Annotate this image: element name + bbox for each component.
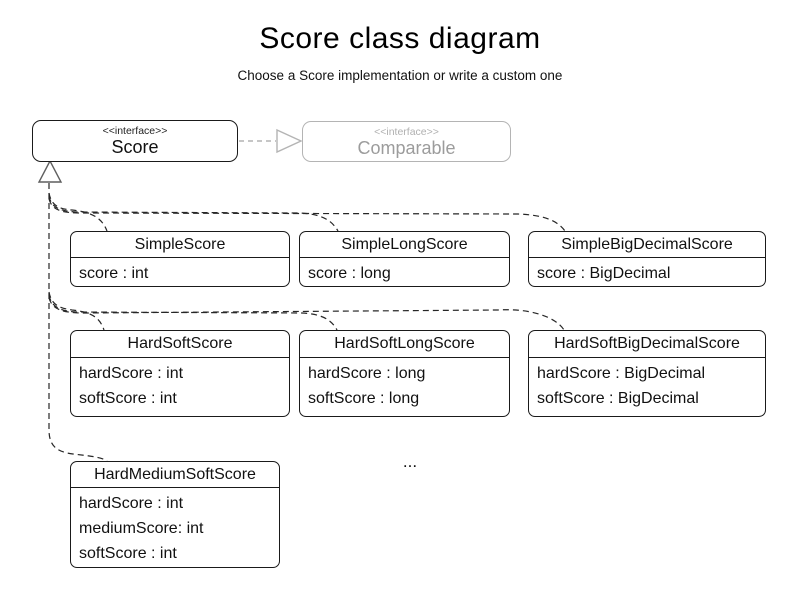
page-subtitle: Choose a Score implementation or write a… xyxy=(237,68,563,83)
class-name: SimpleLongScore xyxy=(300,232,509,258)
realization-line-hardsoftbigdecimalscore xyxy=(48,297,565,331)
class-box-hardmediumsoftscore: HardMediumSoftScore hardScore : int medi… xyxy=(70,461,280,568)
class-attribute: score : int xyxy=(79,265,149,282)
class-name: SimpleScore xyxy=(71,232,289,258)
more-implementations-ellipsis: ... xyxy=(402,452,418,471)
comparable-stereotype-label: <<interface>> xyxy=(374,125,439,138)
realization-line-simplescore xyxy=(48,192,108,232)
class-box-hardsoftbigdecimalscore: HardSoftBigDecimalScore hardScore : BigD… xyxy=(528,330,766,417)
realization-line-simplebigdecimalscore xyxy=(48,198,566,232)
attribute-compartment: hardScore : int mediumScore: int softSco… xyxy=(71,488,279,566)
class-attribute: hardScore : long xyxy=(308,365,426,382)
class-attribute: hardScore : BigDecimal xyxy=(537,365,706,382)
realization-arrowhead-up-icon xyxy=(37,159,63,183)
score-interface-name: Score xyxy=(111,137,159,157)
realization-line-simplelongscore xyxy=(48,195,339,232)
class-name: HardSoftLongScore xyxy=(300,331,509,358)
realization-line-hardmediumsoftscore xyxy=(48,183,108,462)
attribute-compartment: hardScore : BigDecimal softScore : BigDe… xyxy=(529,358,765,411)
class-attribute: score : BigDecimal xyxy=(537,265,671,282)
realization-arrowhead-right-icon xyxy=(276,128,303,154)
class-attribute: softScore : BigDecimal xyxy=(537,390,699,407)
class-attribute: mediumScore: int xyxy=(79,520,204,537)
class-box-simplescore: SimpleScore score : int xyxy=(70,231,290,287)
attribute-compartment: score : BigDecimal xyxy=(529,258,765,286)
attribute-compartment: score : int xyxy=(71,258,289,286)
class-box-simplebigdecimalscore: SimpleBigDecimalScore score : BigDecimal xyxy=(528,231,766,287)
class-attribute: softScore : int xyxy=(79,545,177,562)
class-attribute: hardScore : int xyxy=(79,495,184,512)
page-title: Score class diagram xyxy=(259,22,541,55)
class-name: HardSoftBigDecimalScore xyxy=(529,331,765,358)
attribute-compartment: score : long xyxy=(300,258,509,286)
realization-line-hardsoftlongscore xyxy=(48,294,338,331)
class-box-hardsoftscore: HardSoftScore hardScore : int softScore … xyxy=(70,330,290,417)
class-name: SimpleBigDecimalScore xyxy=(529,232,765,258)
comparable-interface-name: Comparable xyxy=(357,137,456,158)
attribute-compartment: hardScore : int softScore : int xyxy=(71,358,289,411)
class-attribute: score : long xyxy=(308,265,391,282)
interface-comparable-box: <<interface>> Comparable xyxy=(302,121,511,162)
class-attribute: hardScore : int xyxy=(79,365,184,382)
class-box-hardsoftlongscore: HardSoftLongScore hardScore : long softS… xyxy=(299,330,510,417)
attribute-compartment: hardScore : long softScore : long xyxy=(300,358,509,411)
class-name: HardMediumSoftScore xyxy=(71,462,279,488)
interface-score-box: <<interface>> Score xyxy=(32,120,238,162)
realization-line-hardsoftscore xyxy=(48,291,105,331)
class-attribute: softScore : int xyxy=(79,390,177,407)
class-attribute: softScore : long xyxy=(308,390,420,407)
class-box-simplelongscore: SimpleLongScore score : long xyxy=(299,231,510,287)
score-stereotype-label: <<interface>> xyxy=(102,125,168,137)
class-name: HardSoftScore xyxy=(71,331,289,358)
